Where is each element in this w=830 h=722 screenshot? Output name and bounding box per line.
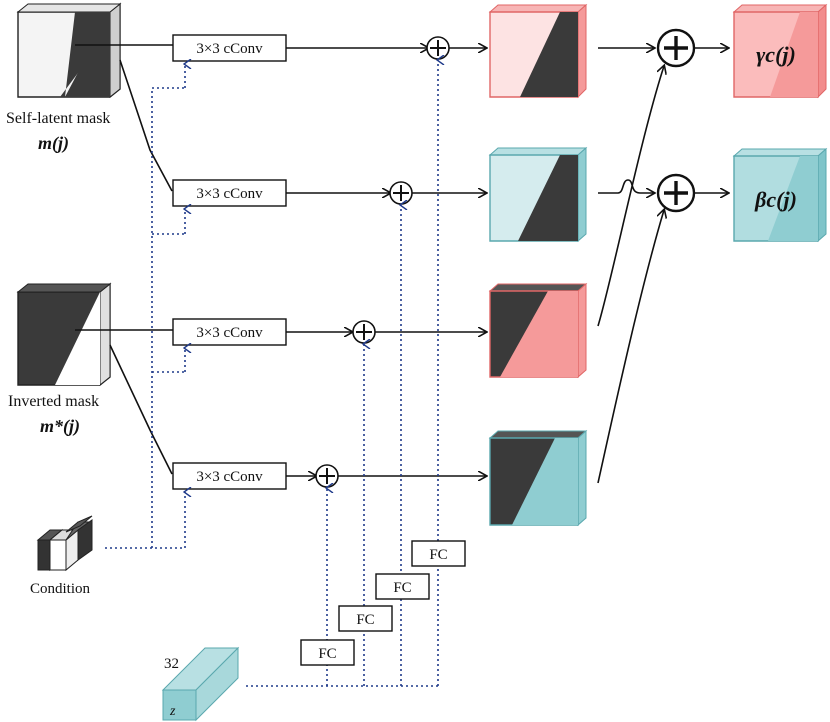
- z-size-label: 32: [164, 656, 179, 672]
- conv-box-4: 3×3 cConv: [172, 462, 287, 490]
- self-latent-mask-cube: [16, 2, 122, 99]
- z-label: z: [169, 704, 176, 719]
- arrow-cube3-sumgamma: [597, 66, 664, 327]
- svg-text:FC: FC: [356, 612, 374, 628]
- feature-cube-gamma-1: [488, 3, 588, 99]
- beta-label: βc(j): [754, 187, 797, 212]
- svg-text:FC: FC: [429, 547, 447, 563]
- feature-cube-beta-2: [488, 429, 588, 527]
- feature-cube-gamma-2: [488, 282, 588, 379]
- beta-output-cube: [732, 147, 828, 243]
- z-vector: [161, 646, 240, 722]
- svg-text:3×3 cConv: 3×3 cConv: [196, 469, 263, 485]
- svg-text:3×3 cConv: 3×3 cConv: [196, 325, 263, 341]
- sum-operator-gamma: [656, 28, 696, 68]
- add-operator-2: [389, 181, 413, 205]
- inverted-label: Inverted mask: [8, 393, 99, 410]
- svg-text:FC: FC: [318, 646, 336, 662]
- condition-block: [36, 515, 93, 572]
- gamma-output-cube: [732, 3, 828, 99]
- add-operator-1: [426, 36, 450, 60]
- arrow-cube2-sumbeta: [598, 179, 654, 193]
- conv-box-3: 3×3 cConv: [172, 318, 287, 346]
- fc-box-3: FC: [375, 573, 430, 600]
- svg-text:3×3 cConv: 3×3 cConv: [196, 41, 263, 57]
- svg-text:FC: FC: [393, 580, 411, 596]
- conv-box-2: 3×3 cConv: [172, 179, 287, 207]
- condition-label: Condition: [30, 581, 91, 597]
- sum-operator-beta: [656, 173, 696, 213]
- line-mask2-conv4: [109, 344, 173, 475]
- inverted-mask-cube: [16, 282, 112, 387]
- arrow-cube4-sumbeta: [597, 210, 664, 484]
- conv-box-1: 3×3 cConv: [172, 34, 287, 62]
- add-operator-3: [352, 320, 376, 344]
- svg-text:3×3 cConv: 3×3 cConv: [196, 186, 263, 202]
- fc-box-4: FC: [411, 540, 466, 567]
- self-latent-label: Self-latent mask: [6, 110, 110, 127]
- inverted-math: m*(j): [40, 416, 80, 437]
- line-mask1-conv2: [119, 59, 173, 192]
- gamma-label: γc(j): [756, 42, 796, 67]
- condition-dotted-lines: [105, 64, 185, 549]
- feature-cube-beta-1: [488, 146, 588, 243]
- fc-box-1: FC: [300, 639, 355, 666]
- add-operator-4: [315, 464, 339, 488]
- self-latent-math: m(j): [38, 133, 69, 154]
- fc-box-2: FC: [338, 605, 393, 632]
